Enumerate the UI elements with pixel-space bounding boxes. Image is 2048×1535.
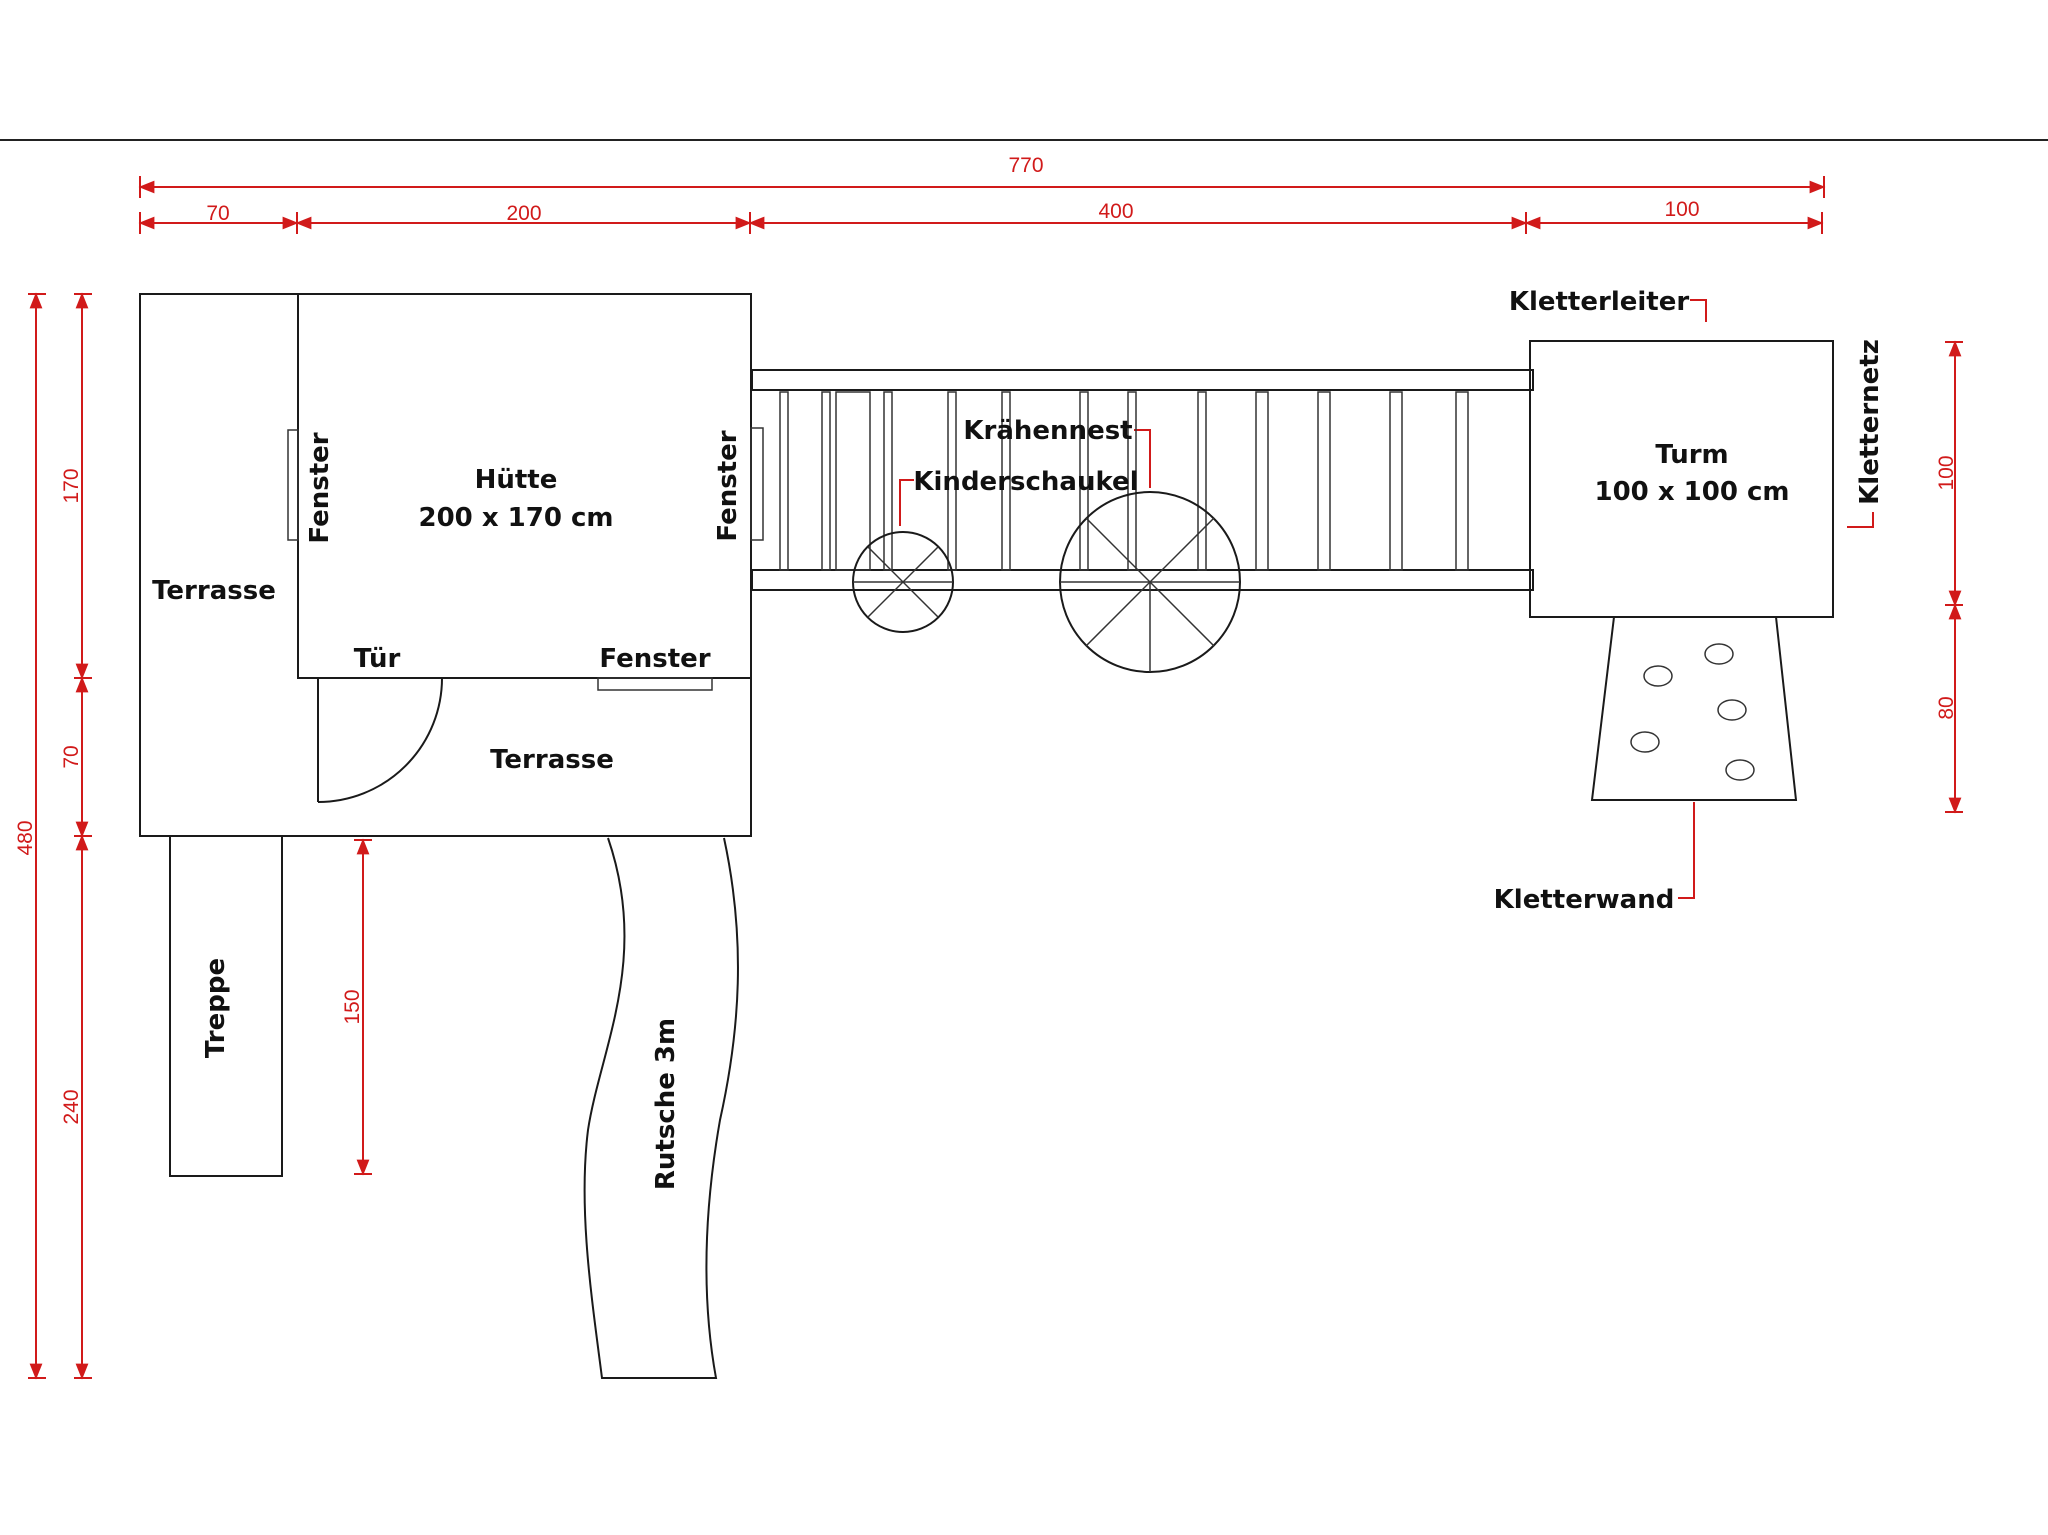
dim-stair-len: 150 — [341, 989, 364, 1024]
label-rutsche: Rutsche 3m — [651, 1018, 681, 1190]
dim-seg4: 100 — [1664, 198, 1699, 221]
label-kraehennest: Krähennest — [963, 416, 1132, 446]
labels: Terrasse Fenster Hütte 200 x 170 cm Fens… — [152, 287, 1885, 1190]
window-left — [287, 429, 299, 541]
dim-right-b: 80 — [1935, 696, 1958, 719]
dim-total-width: 770 — [1008, 154, 1043, 177]
label-turm-size: 100 x 100 cm — [1595, 477, 1790, 507]
terrace-outline — [139, 293, 752, 837]
kinderschaukel-swing — [852, 531, 954, 633]
label-tuer: Tür — [354, 644, 401, 674]
label-fenster-left: Fenster — [305, 432, 335, 543]
label-kletterwand: Kletterwand — [1494, 885, 1675, 915]
window-bottom — [597, 677, 713, 691]
label-terrasse-left: Terrasse — [152, 576, 276, 606]
stairs — [169, 835, 283, 1177]
door — [317, 677, 443, 803]
dim-seg3: 400 — [1098, 200, 1133, 223]
label-kinderschaukel: Kinderschaukel — [913, 467, 1138, 497]
climbing-wall — [1590, 616, 1798, 801]
dimension-texts: 770 70 200 400 100 480 170 70 240 150 10… — [14, 154, 1958, 1125]
dim-right-a: 100 — [1935, 455, 1958, 490]
label-fenster-right: Fenster — [713, 430, 743, 541]
dim-seg1: 70 — [206, 202, 229, 225]
dim-seg2: 200 — [506, 202, 541, 225]
dim-left-a: 170 — [60, 468, 83, 503]
label-fenster-bottom: Fenster — [599, 644, 710, 674]
label-treppe: Treppe — [201, 958, 231, 1058]
window-right — [750, 427, 764, 541]
label-terrasse-bottom: Terrasse — [490, 745, 614, 775]
label-kletterleiter: Kletterleiter — [1509, 287, 1690, 317]
kraehennest-swing — [1059, 491, 1241, 673]
dim-left-total: 480 — [14, 820, 37, 855]
dim-left-c: 240 — [60, 1089, 83, 1124]
dimension-lines — [28, 176, 1963, 1380]
slide — [583, 837, 739, 1379]
bridge — [751, 369, 1534, 591]
label-turm: Turm — [1655, 440, 1728, 470]
label-kletternetz: Kletternetz — [1855, 339, 1885, 505]
dim-left-b: 70 — [60, 745, 83, 768]
label-huette: Hütte — [475, 465, 558, 495]
tower — [1529, 340, 1834, 618]
label-huette-size: 200 x 170 cm — [419, 503, 614, 533]
